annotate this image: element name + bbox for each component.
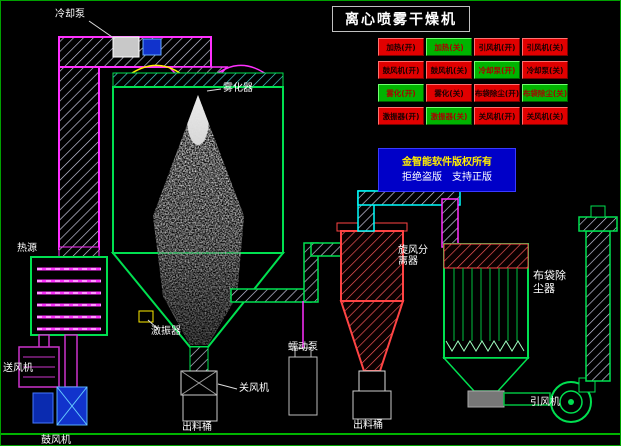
tower-cyclone-duct	[230, 242, 344, 303]
tower-discharge	[180, 346, 218, 422]
exciter-device	[138, 310, 154, 323]
heater	[30, 256, 108, 336]
atomizer-off-button[interactable]: 雾化(关)	[426, 84, 472, 102]
leader-lines	[88, 20, 238, 390]
atomizer-on-button[interactable]: 雾化(开)	[378, 84, 424, 102]
control-button-panel: 加热(开) 加热(关) 引风机(开) 引风机(关) 鼓风机(开) 鼓风机(关) …	[378, 38, 568, 125]
baghouse-label: 布袋除尘器	[533, 269, 566, 295]
supply-fan-label: 送风机	[3, 363, 33, 374]
cyclone-label: 旋风分离器	[398, 245, 428, 267]
heater-off-button[interactable]: 加热(关)	[426, 38, 472, 56]
cooling-pump-label: 冷却泵	[55, 9, 85, 20]
copyright-notice: 金智能软件版权所有 拒绝盗版 支持正版	[378, 148, 516, 192]
cyclone-discharge-label: 出料桶	[353, 420, 383, 431]
tower-discharge-label: 出料桶	[182, 422, 212, 433]
copyright-line1: 金智能软件版权所有	[402, 157, 492, 168]
induced-fan-on-button[interactable]: 引风机(开)	[474, 38, 520, 56]
heat-source-label: 热源	[17, 243, 37, 254]
blower-label: 鼓风机	[41, 435, 71, 446]
heater-on-button[interactable]: 加热(开)	[378, 38, 424, 56]
blower-fan	[18, 334, 88, 426]
induced-draft-fan	[503, 377, 596, 423]
cooling-pump-unit	[112, 36, 162, 58]
exciter-label: 激振器	[151, 326, 181, 337]
induced-fan-off-button[interactable]: 引风机(关)	[522, 38, 568, 56]
rotary-valve-label: 关风机	[239, 383, 269, 394]
cyclone-separator	[336, 190, 461, 420]
page-title: 离心喷雾干燥机	[332, 6, 470, 32]
rotary-valve-on-button[interactable]: 关风机(开)	[474, 107, 520, 125]
exciter-off-button[interactable]: 激振器(关)	[426, 107, 472, 125]
atomizer-label: 雾化器	[223, 83, 253, 94]
blower-off-button[interactable]: 鼓风机(关)	[426, 61, 472, 79]
exhaust-stack	[578, 205, 618, 382]
baghouse-filter	[442, 243, 530, 408]
induced-fan-label: 引风机	[530, 397, 560, 408]
copyright-line2: 拒绝盗版 支持正版	[402, 172, 492, 183]
blower-on-button[interactable]: 鼓风机(开)	[378, 61, 424, 79]
exciter-on-button[interactable]: 激振器(开)	[378, 107, 424, 125]
feed-pump-tank	[288, 301, 318, 416]
cooling-pump-on-button[interactable]: 冷却泵(开)	[474, 61, 520, 79]
rotary-valve-off-button[interactable]: 关风机(关)	[522, 107, 568, 125]
baghouse-off-button[interactable]: 布袋除尘(关)	[522, 84, 568, 102]
baghouse-on-button[interactable]: 布袋除尘(开)	[474, 84, 520, 102]
feed-pump-label: 蠕动泵	[288, 342, 318, 353]
cooling-pump-off-button[interactable]: 冷却泵(关)	[522, 61, 568, 79]
